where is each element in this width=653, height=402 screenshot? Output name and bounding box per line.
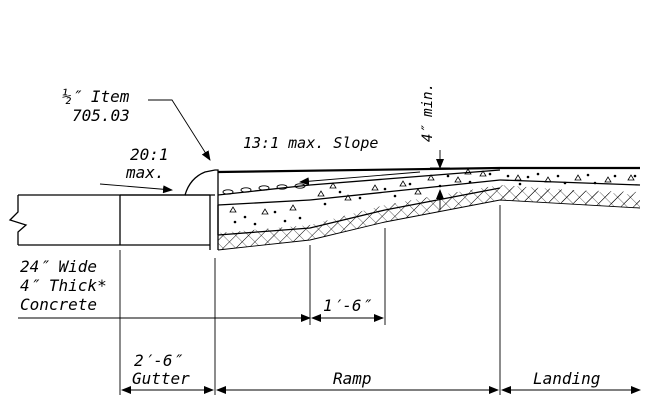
curb-and-gutter (120, 169, 219, 250)
item-leader (148, 99, 211, 161)
cross-slope-max-label: max. (125, 163, 165, 182)
extension-lines (119, 205, 501, 395)
gutter-width-label: 2′-6″ (134, 351, 183, 370)
subgrade-hatch (217, 185, 641, 251)
concrete-width-label: 24″ Wide (20, 257, 97, 276)
dim-1ft6in-label: 1′-6″ (323, 296, 372, 315)
cross-slope-ratio-label: 20:1 (130, 145, 169, 164)
item-fraction-label: ½″ Item (62, 87, 130, 106)
landing-label: Landing (533, 369, 600, 388)
item-number-label: 705.03 (72, 106, 130, 125)
landing-subgrade (500, 188, 640, 205)
existing-concrete-slab (8, 194, 211, 250)
concrete-material-label: Concrete (20, 295, 97, 314)
ramp-slope-arrow (299, 171, 421, 186)
min-depth-label: 4″ min. (420, 83, 436, 142)
concrete-thickness-label: 4″ Thick* (20, 276, 107, 295)
ramp-label: Ramp (333, 369, 372, 388)
aggregate-pattern (222, 168, 637, 226)
ramp-slope-label: 13:1 max. Slope (243, 134, 378, 152)
gutter-label: Gutter (132, 369, 190, 388)
cross-slope-arrow (99, 183, 173, 194)
